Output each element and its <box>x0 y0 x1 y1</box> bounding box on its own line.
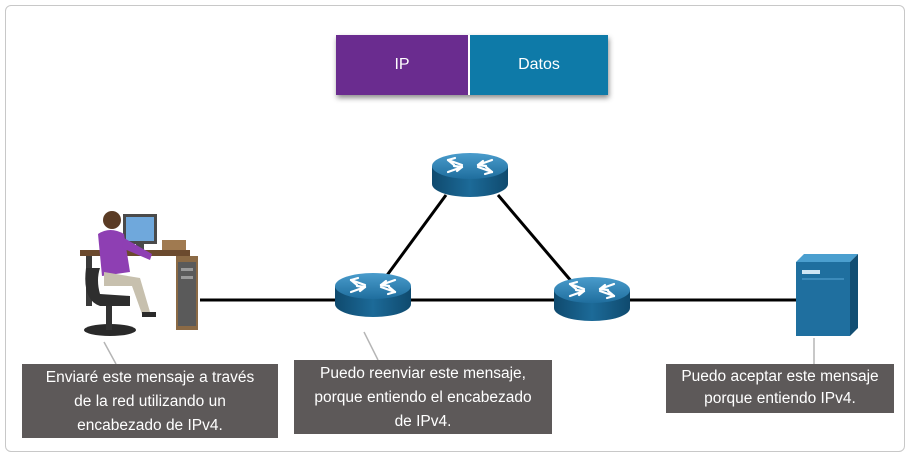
callout-pointer-router <box>363 331 379 361</box>
router-icon <box>333 271 413 319</box>
data-segment: Datos <box>470 35 608 95</box>
network-links <box>200 194 800 302</box>
router-icon <box>552 275 632 323</box>
link-router2-router3 <box>496 194 574 283</box>
router-icon <box>430 151 510 199</box>
callout-pointer-sender <box>103 341 117 365</box>
callout-router: Puedo reenviar este mensaje, porque enti… <box>294 360 552 434</box>
user-workstation-icon <box>80 211 198 336</box>
link-router1-router2 <box>383 194 448 279</box>
diagram-frame <box>5 5 905 452</box>
packet-header-bar: IP Datos <box>336 35 608 95</box>
ip-header-segment: IP <box>336 35 470 95</box>
callout-sender: Enviaré este mensaje a través de la red … <box>22 364 278 438</box>
callout-receiver: Puedo aceptar este mensaje porque entien… <box>666 364 894 413</box>
server-icon <box>796 254 858 336</box>
